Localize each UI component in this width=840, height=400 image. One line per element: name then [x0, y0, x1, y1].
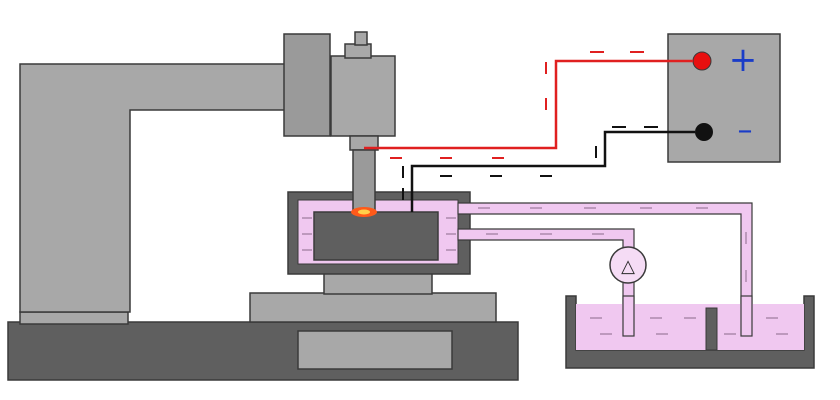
work-tank-fluid-lines	[302, 217, 456, 251]
positive-wire-charge-dashes	[390, 51, 644, 159]
table-top	[249, 292, 497, 323]
spindle-cap	[354, 31, 368, 46]
reservoir-fluid-lines	[590, 317, 788, 335]
negative-symbol: –	[738, 113, 753, 148]
return-pipe-outlet	[740, 295, 753, 337]
spindle-head-back	[283, 33, 331, 137]
negative-wire-charge-dashes	[402, 126, 658, 200]
spindle-neck	[344, 43, 372, 59]
supply-pipe-inlet	[622, 295, 635, 337]
power-supply	[667, 33, 781, 163]
flow-meter-symbol: △	[621, 256, 635, 277]
column-foot	[19, 311, 129, 325]
machine-column-arm	[19, 63, 291, 313]
negative-terminal	[695, 123, 713, 141]
pipe-flow-lines	[478, 207, 747, 282]
flow-meter	[609, 246, 647, 284]
base-panel	[297, 330, 453, 370]
positive-terminal	[692, 51, 712, 71]
workpiece	[313, 211, 439, 261]
positive-wire	[364, 59, 693, 150]
spindle-head-front	[330, 55, 396, 137]
negative-wire	[410, 130, 695, 212]
spark-gap-core	[358, 209, 370, 215]
reservoir-baffle	[705, 307, 718, 351]
table-riser	[323, 271, 433, 295]
positive-symbol: +	[729, 40, 758, 80]
reservoir-fluid	[576, 304, 804, 350]
electrode-tool	[352, 149, 376, 211]
